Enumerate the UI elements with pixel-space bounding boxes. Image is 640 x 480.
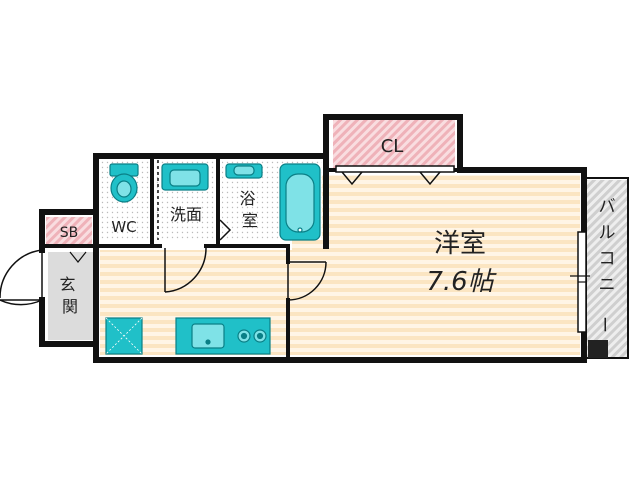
closet-label: CL <box>381 136 404 157</box>
refrigerator-fixture <box>105 317 143 355</box>
bathroom-door <box>219 219 232 241</box>
balcony-label: バルコニー <box>594 197 616 333</box>
closet-doors <box>335 165 455 186</box>
shoe-box-area <box>46 217 92 244</box>
entrance-floor <box>48 252 94 340</box>
washbasin-fixture <box>161 163 209 191</box>
balcony-drain <box>588 340 608 358</box>
western-room-floor <box>292 175 580 355</box>
western-room-label: 洋室 <box>434 229 486 259</box>
entrance-door <box>0 249 43 306</box>
bathroom-label-1: 浴 <box>239 189 255 208</box>
shoe-box-label: SB <box>60 225 79 241</box>
entrance-step <box>69 251 95 340</box>
room-door <box>287 261 327 301</box>
balcony-label-char: ー <box>594 316 614 333</box>
washroom-door <box>164 247 207 293</box>
balcony-area <box>586 180 628 357</box>
balcony-label-char: ニ <box>599 275 616 295</box>
washroom-label: 洗面 <box>170 205 202 224</box>
entrance-label-2: 関 <box>62 297 78 316</box>
bathroom-label-2: 室 <box>242 211 258 230</box>
balcony-label-char: バ <box>599 197 616 217</box>
kitchen-counter <box>175 317 271 355</box>
toilet-fixture <box>109 163 139 203</box>
toilet-label: WC <box>111 218 136 236</box>
closet-area <box>333 120 455 168</box>
walls <box>39 114 587 363</box>
entrance-label-1: 玄 <box>59 275 75 294</box>
balcony-label-char: ル <box>599 223 616 243</box>
entrance-label: 玄 関 <box>59 275 80 316</box>
western-room-size: 7.6帖 <box>426 267 497 297</box>
balcony-label-char: コ <box>599 249 616 269</box>
bathroom-label: 浴 室 <box>239 189 260 230</box>
bathtub-fixture <box>279 163 321 241</box>
bath-sink-fixture <box>225 163 263 179</box>
